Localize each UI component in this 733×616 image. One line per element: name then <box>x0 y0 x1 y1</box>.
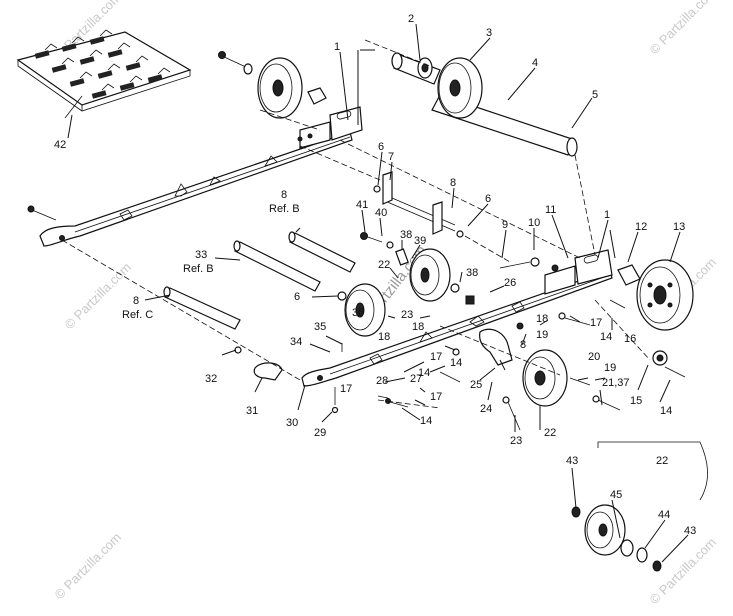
label-36: 36 <box>352 307 364 319</box>
label-32: 32 <box>205 373 217 385</box>
label-6-upper: 6 <box>378 141 384 153</box>
label-6-right: 6 <box>485 193 491 205</box>
callout-labels: 1 2 3 4 5 42 6 7 8 6 8 Ref. B 41 40 38 3… <box>54 13 696 537</box>
label-34: 34 <box>290 336 302 348</box>
label-8-upper: 8 <box>450 177 456 189</box>
rear-axle <box>391 52 578 157</box>
part-42-slide-pad <box>16 29 192 112</box>
label-43-left: 43 <box>566 455 578 467</box>
label-42: 42 <box>54 139 66 151</box>
label-38-lower: 38 <box>466 267 478 279</box>
label-23-lower: 23 <box>510 435 522 447</box>
label-15: 15 <box>630 395 642 407</box>
label-29: 29 <box>314 427 326 439</box>
label-17-lower-b: 17 <box>340 383 352 395</box>
label-28: 28 <box>376 375 388 387</box>
dashed-alignment-lines <box>61 39 651 409</box>
label-14-right-lower: 14 <box>660 405 672 417</box>
label-11: 11 <box>545 204 556 216</box>
label-16: 16 <box>624 333 636 345</box>
wheel-36 <box>344 283 386 337</box>
label-13: 13 <box>673 221 685 233</box>
label-17-mid: 17 <box>430 351 442 363</box>
label-12: 12 <box>635 221 647 233</box>
label-26: 26 <box>504 277 516 289</box>
ref-b-upper: Ref. B <box>269 203 300 215</box>
label-24: 24 <box>480 403 492 415</box>
spacer-12 <box>617 264 641 286</box>
label-31: 31 <box>246 405 258 417</box>
label-9: 9 <box>502 219 508 231</box>
label-45: 45 <box>610 489 622 501</box>
label-21-37: 21,37 <box>602 377 630 389</box>
wheel-13 <box>636 259 694 331</box>
label-6-lower: 6 <box>294 291 300 303</box>
label-27: 27 <box>410 373 422 385</box>
label-20: 20 <box>588 351 600 363</box>
upper-idler-wheel <box>218 51 327 119</box>
label-18-right: 18 <box>536 313 548 325</box>
bracket-31 <box>253 362 283 381</box>
label-2: 2 <box>408 13 414 25</box>
label-39: 39 <box>414 235 426 247</box>
label-19-upper: 19 <box>536 329 548 341</box>
label-22-assembly: 22 <box>656 455 668 467</box>
label-23-upper: 23 <box>401 309 413 321</box>
label-1-left: 1 <box>334 41 340 53</box>
label-18-center: 18 <box>412 321 424 333</box>
label-17-lower-a: 17 <box>430 391 442 403</box>
label-8-ref-b-upper: 8 <box>281 189 287 201</box>
watermark-bottom-left: © Partzilla.com <box>52 530 125 603</box>
wheel-22-lower <box>522 349 568 407</box>
wheel-22-exploded <box>571 441 708 572</box>
label-4: 4 <box>532 57 538 69</box>
label-18-left: 18 <box>378 331 390 343</box>
label-1-right: 1 <box>604 209 610 221</box>
label-35: 35 <box>314 321 326 333</box>
left-rail <box>39 106 363 247</box>
wheel-22-upper <box>409 248 451 302</box>
label-44: 44 <box>658 509 670 521</box>
label-25: 25 <box>470 379 482 391</box>
ref-b-lower: Ref. B <box>183 263 214 275</box>
label-17-right: 17 <box>590 317 602 329</box>
label-3: 3 <box>486 27 492 39</box>
label-10: 10 <box>528 217 540 229</box>
label-33: 33 <box>195 249 207 261</box>
label-22-lower: 22 <box>544 427 556 439</box>
arm-25 <box>479 328 513 366</box>
label-30: 30 <box>286 417 298 429</box>
label-5: 5 <box>592 89 598 101</box>
label-22-upper: 22 <box>378 259 390 271</box>
label-14-right-upper: 14 <box>600 331 612 343</box>
watermark-top-right: © Partzilla.com <box>647 0 720 57</box>
label-19-lower: 19 <box>604 362 616 374</box>
label-40: 40 <box>375 207 387 219</box>
label-7: 7 <box>388 151 394 163</box>
fasteners <box>27 205 686 431</box>
ref-c: Ref. C <box>122 309 153 321</box>
wheel-3 <box>437 57 483 119</box>
label-14-center: 14 <box>450 357 462 369</box>
right-rail <box>301 249 613 387</box>
label-14-mid: 14 <box>418 367 430 379</box>
label-38-upper: 38 <box>400 229 412 241</box>
cross-shaft-7 <box>373 171 464 238</box>
label-41: 41 <box>356 199 368 211</box>
label-8-ref-c: 8 <box>133 295 139 307</box>
label-43-right: 43 <box>684 525 696 537</box>
watermark-mid-left: © Partzilla.com <box>62 260 135 333</box>
shafts <box>163 231 356 330</box>
label-8-lower: 8 <box>520 339 526 351</box>
label-14-bottom: 14 <box>420 415 432 427</box>
